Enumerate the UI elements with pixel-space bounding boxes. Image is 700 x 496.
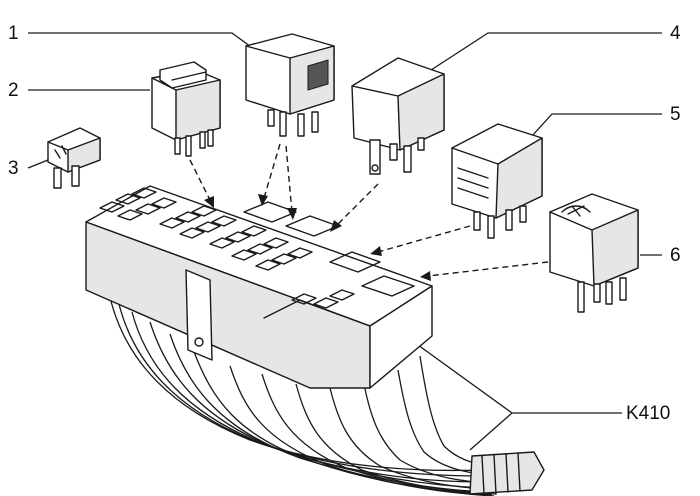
- callout-harness-label: K410: [626, 403, 670, 424]
- fuse-array: [99, 187, 355, 309]
- callout-3: 3: [8, 158, 49, 179]
- mounting-bracket: [185, 269, 213, 361]
- relay-1: [245, 33, 335, 137]
- leader-line-1: [28, 32, 259, 53]
- leader-line-4: [427, 32, 662, 73]
- callout-4: 4: [427, 23, 681, 73]
- callout-2: 2: [8, 80, 150, 101]
- callout-6: 6: [640, 245, 681, 266]
- callout-4-label: 4: [670, 23, 681, 44]
- callout-3-label: 3: [8, 158, 19, 179]
- callout-2-label: 2: [8, 80, 19, 101]
- callout-5-label: 5: [670, 104, 681, 125]
- leader-line-3: [27, 159, 49, 169]
- leader-line-harness-a: [417, 344, 622, 414]
- leader-line-harness-b: [469, 412, 513, 451]
- relay-4: [351, 57, 445, 175]
- callout-harness: K410: [417, 344, 670, 451]
- relay-6: [549, 193, 639, 313]
- callout-5: 5: [531, 104, 681, 137]
- leader-line-5: [531, 113, 662, 137]
- fuse-box-side: [369, 285, 433, 389]
- callout-6-label: 6: [670, 245, 681, 266]
- callout-1: 1: [8, 23, 259, 53]
- relay-2: [151, 61, 221, 157]
- fitment-arrows: [189, 143, 549, 281]
- relay-5: [451, 123, 543, 239]
- callout-1-label: 1: [8, 23, 19, 44]
- blade-fuse-3: [47, 127, 101, 189]
- fuse-box: [85, 185, 433, 389]
